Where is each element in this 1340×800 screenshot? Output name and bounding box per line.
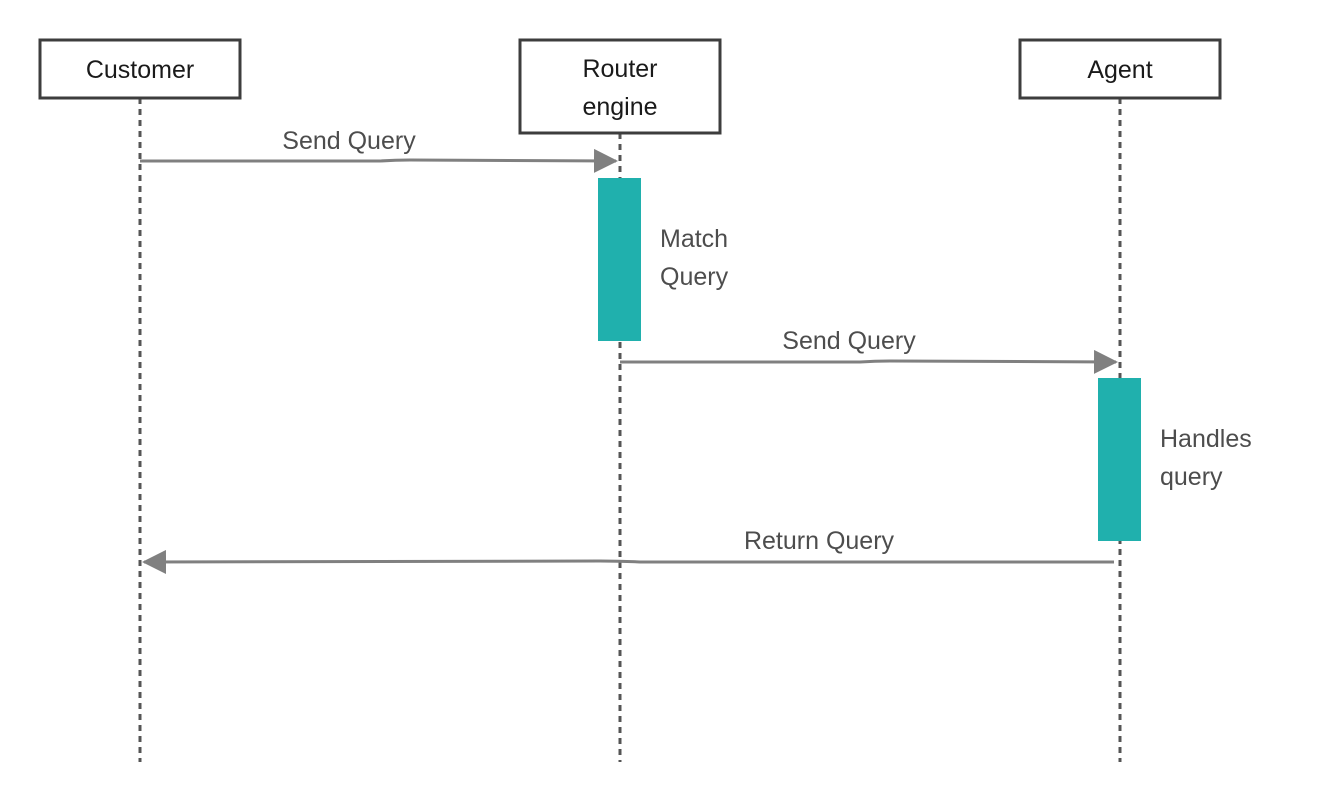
activation-label-line-1: Handles (1160, 425, 1252, 453)
activation-agent[interactable]: Handles query (1098, 378, 1252, 541)
participant-router-engine[interactable]: Router engine (518, 38, 722, 135)
message-arrow (620, 349, 1118, 374)
message-return-query[interactable]: Return Query (142, 527, 1114, 574)
message-arrow (142, 549, 1114, 574)
message-send-query-2[interactable]: Send Query (620, 327, 1118, 374)
activation-bar (598, 178, 641, 341)
participant-label: Customer (86, 56, 194, 84)
activation-router-engine[interactable]: Match Query (598, 178, 729, 341)
participant-customer[interactable]: Customer (38, 38, 242, 100)
activation-label-line-1: Match (660, 225, 728, 253)
message-arrow (140, 148, 618, 173)
participant-label: Agent (1087, 56, 1152, 84)
participant-label-line-2: engine (582, 93, 657, 121)
message-label: Send Query (782, 327, 916, 355)
message-label: Return Query (744, 527, 895, 555)
activation-bar (1098, 378, 1141, 541)
participant-agent[interactable]: Agent (1018, 38, 1222, 100)
participant-box (1018, 38, 1222, 100)
activation-label-line-2: query (1160, 463, 1223, 491)
message-label: Send Query (282, 127, 416, 155)
participant-box (518, 38, 722, 135)
message-send-query-1[interactable]: Send Query (140, 127, 618, 173)
activation-label-line-2: Query (660, 263, 729, 291)
participant-box (38, 38, 242, 100)
participant-label-line-1: Router (582, 55, 657, 83)
